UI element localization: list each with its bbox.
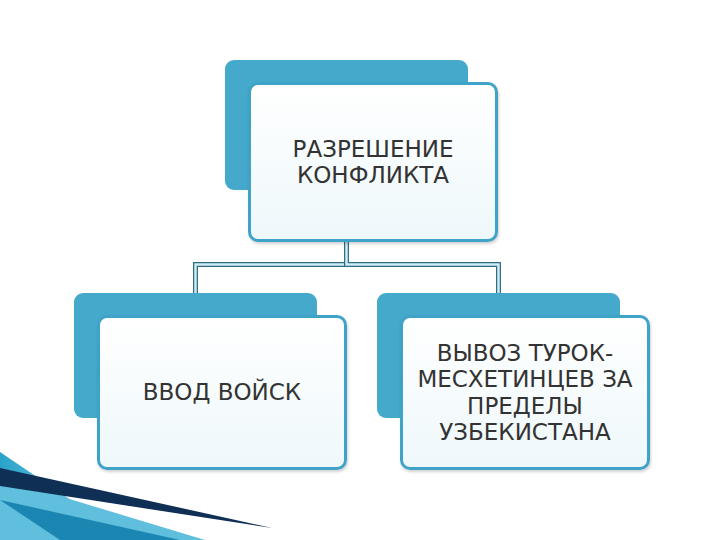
process-box: ВВОД ВОЙСК [97,315,347,470]
process-box: ВЫВОЗ ТУРОК- МЕСХЕТИНЦЕВ ЗА ПРЕДЕЛЫ УЗБЕ… [400,315,650,470]
process-box: РАЗРЕШЕНИЕ КОНФЛИКТА [248,82,498,242]
corner-swoosh [0,500,180,540]
box-text: ВЫВОЗ ТУРОК- МЕСХЕТИНЦЕВ ЗА ПРЕДЕЛЫ УЗБЕ… [415,340,635,446]
box-text: РАЗРЕШЕНИЕ КОНФЛИКТА [263,136,483,189]
box-text: ВВОД ВОЙСК [143,379,301,405]
